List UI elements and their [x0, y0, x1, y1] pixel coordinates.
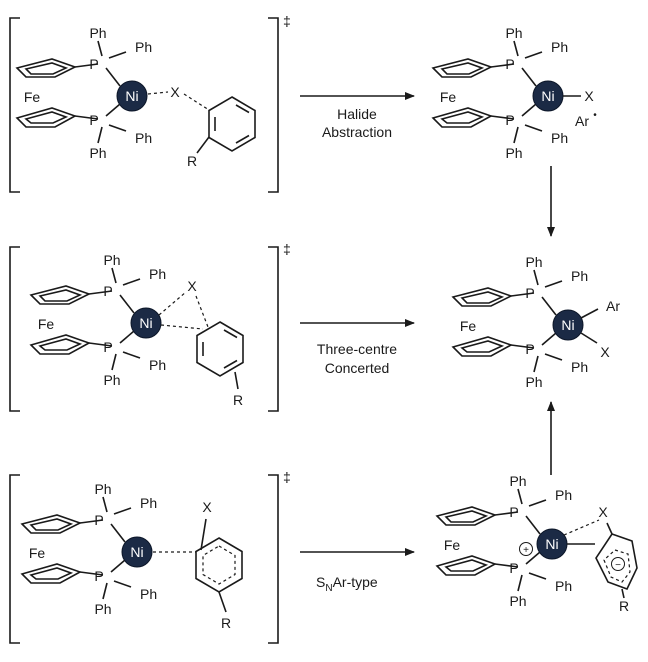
- iron-label: Fe: [460, 318, 477, 334]
- r-substituent-label: R: [187, 153, 197, 169]
- halide-label: X: [170, 84, 180, 100]
- phenyl-label: Ph: [94, 481, 111, 497]
- phenyl-label: Ph: [140, 495, 157, 511]
- left-bracket: [9, 474, 20, 644]
- nickel-label: Ni: [545, 536, 558, 552]
- phenyl-label: Ph: [89, 145, 106, 161]
- phenyl-label: Ph: [505, 25, 522, 41]
- phenyl-label: Ph: [551, 39, 568, 55]
- positive-charge-sign: +: [523, 545, 529, 556]
- r-substituent-label: R: [619, 598, 629, 614]
- double-dagger: ‡: [283, 13, 291, 29]
- right-bracket: [268, 17, 279, 193]
- phenyl-label: Ph: [525, 374, 542, 390]
- meisenheimer-intermediate: P P Ph Ph Ph Ph Fe Ni + X − R: [436, 473, 638, 614]
- radical-dot: •: [593, 110, 597, 121]
- aryl-label: Ar: [575, 113, 589, 129]
- phosphorus-label: P: [89, 56, 98, 72]
- iron-label: Fe: [24, 89, 41, 105]
- nickel-label: Ni: [139, 315, 152, 331]
- ts-three-centre-concerted: ‡ P P Ph Ph Ph Ph Fe Ni X R: [9, 241, 291, 412]
- arrow-label-three-centre: Three-centre: [317, 341, 397, 357]
- right-bracket: [268, 246, 279, 412]
- halide-label: X: [202, 499, 212, 515]
- halide-label: X: [187, 278, 197, 294]
- left-bracket: [9, 17, 20, 193]
- phenyl-label: Ph: [505, 145, 522, 161]
- phenyl-label: Ph: [509, 593, 526, 609]
- arrow-label-concerted: Concerted: [325, 360, 390, 376]
- phosphorus-label: P: [525, 285, 534, 301]
- arrow-label-halide: Halide: [337, 106, 377, 122]
- phenyl-label: Ph: [149, 266, 166, 282]
- phosphorus-label: P: [505, 112, 514, 128]
- double-dagger: ‡: [283, 469, 291, 485]
- negative-charge-icon: [611, 557, 625, 571]
- phosphorus-label: P: [509, 560, 518, 576]
- arrow-label-abstraction: Abstraction: [322, 124, 392, 140]
- phenyl-label: Ph: [571, 268, 588, 284]
- ts-snar-type: ‡ P P Ph Ph Ph Ph Fe Ni X R: [9, 469, 291, 644]
- phenyl-label: Ph: [103, 252, 120, 268]
- phenyl-label: Ph: [551, 130, 568, 146]
- snar-type-arrow: SNAr-type: [300, 548, 415, 594]
- phosphorus-label: P: [103, 283, 112, 299]
- phenyl-label: Ph: [149, 357, 166, 373]
- nickel-label: Ni: [541, 88, 554, 104]
- product-ni-x-aryl-radical: P P Ph Ph Ph Ph Fe Ni X Ar •: [432, 25, 597, 161]
- phenyl-label: Ph: [103, 372, 120, 388]
- ts-halide-abstraction: ‡ P P Ph Ph Ph Ph Fe Ni X R: [9, 13, 291, 193]
- phosphorus-label: P: [94, 568, 103, 584]
- arrow-label-snar: SNAr-type: [316, 574, 378, 594]
- iron-label: Fe: [444, 537, 461, 553]
- iron-label: Fe: [440, 89, 457, 105]
- phenyl-label: Ph: [571, 359, 588, 375]
- ni-complex-core: P P Ph Ph Ph Ph Fe Ni X R: [30, 252, 244, 408]
- nickel-label: Ni: [125, 88, 138, 104]
- left-bracket: [9, 246, 20, 412]
- iron-label: Fe: [38, 316, 55, 332]
- nickel-label: Ni: [561, 317, 574, 333]
- halide-label: X: [584, 88, 594, 104]
- negative-charge-sign: −: [615, 560, 621, 571]
- phosphorus-label: P: [525, 341, 534, 357]
- phosphorus-label: P: [103, 339, 112, 355]
- phenyl-label: Ph: [135, 130, 152, 146]
- aryl-label: Ar: [606, 298, 620, 314]
- right-bracket: [268, 474, 279, 644]
- ni-complex-core: P P Ph Ph Ph Ph Fe Ni X R: [16, 25, 256, 169]
- phenyl-label: Ph: [509, 473, 526, 489]
- halide-label: X: [600, 344, 610, 360]
- phenyl-label: Ph: [135, 39, 152, 55]
- phenyl-label: Ph: [555, 487, 572, 503]
- nickel-label: Ni: [130, 544, 143, 560]
- phosphorus-label: P: [505, 56, 514, 72]
- phenyl-label: Ph: [555, 578, 572, 594]
- phosphorus-label: P: [89, 112, 98, 128]
- r-substituent-label: R: [233, 392, 243, 408]
- phenyl-label: Ph: [525, 254, 542, 270]
- product-ni-ar-x: P P Ph Ph Ph Ph Fe Ni Ar X: [452, 254, 620, 390]
- r-substituent-label: R: [221, 615, 231, 631]
- ni-complex-core: P P Ph Ph Ph Ph Fe Ni X R: [21, 481, 243, 631]
- phosphorus-label: P: [509, 504, 518, 520]
- halide-label: X: [598, 504, 608, 520]
- positive-charge-icon: [519, 542, 533, 556]
- three-centre-concerted-arrow: Three-centre Concerted: [300, 319, 415, 376]
- iron-label: Fe: [29, 545, 46, 561]
- phenyl-label: Ph: [140, 586, 157, 602]
- phosphorus-label: P: [94, 512, 103, 528]
- halide-abstraction-arrow: Halide Abstraction: [300, 92, 415, 140]
- double-dagger: ‡: [283, 241, 291, 257]
- phenyl-label: Ph: [94, 601, 111, 617]
- phenyl-label: Ph: [89, 25, 106, 41]
